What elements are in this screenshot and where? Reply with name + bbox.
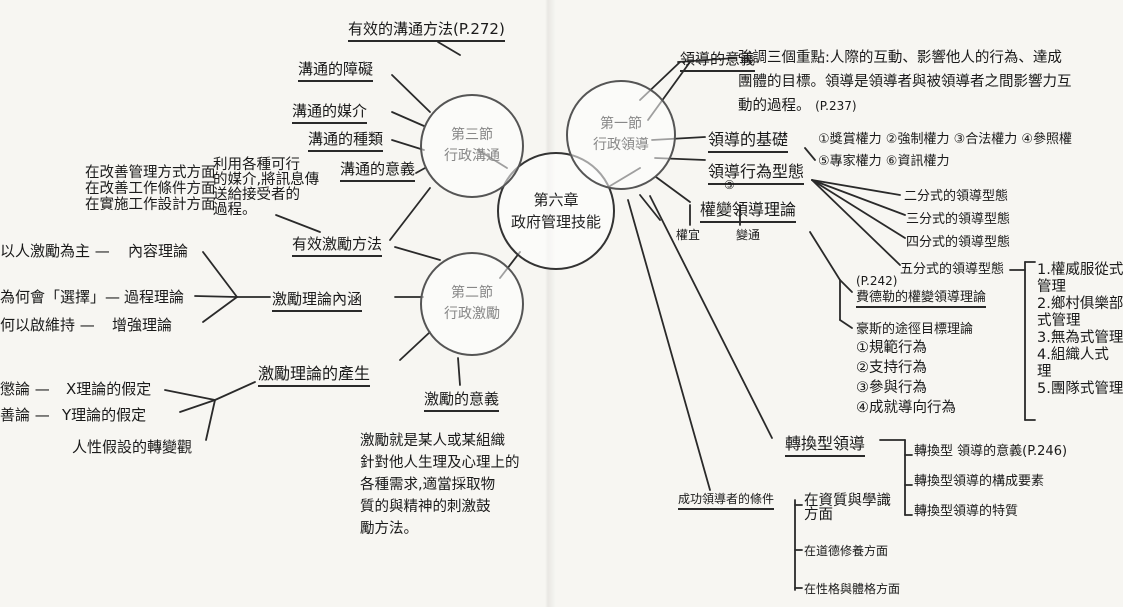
label-tf-elements: 轉換型領導的構成要素 bbox=[914, 474, 1045, 489]
center-line2: 政府管理技能 bbox=[510, 213, 601, 231]
sec3-line2: 行政激勵 bbox=[444, 306, 500, 322]
label-tf-meaning: 轉換型 領導的意義(P.246) bbox=[914, 444, 1068, 459]
label-two-way-style: 二分式的領導型態 bbox=[904, 189, 1009, 204]
label-effective-communication: 有效的溝通方法(P.272) bbox=[348, 18, 505, 42]
motivation-meaning-paragraph: 激勵就是某人或某組織 針對他人生理及心理上的 各種需求,適當採取物 質的與精神的… bbox=[360, 433, 520, 537]
label-leadership-basis: 領導的基礎 bbox=[708, 126, 789, 153]
sec2-line2: 行政溝通 bbox=[444, 148, 500, 164]
label-change: 變通 bbox=[736, 228, 761, 242]
label-motivation-theory-origin: 激勵理論的產生 bbox=[258, 360, 371, 387]
label-fiedler-theory: 費德勒的權變領導理論 bbox=[856, 286, 987, 308]
leadership-basis-items-2: ⑤專家權力 ⑥資訊權力 bbox=[818, 154, 950, 169]
center-line1: 第六章 bbox=[533, 190, 579, 209]
label-weight: 權宜 bbox=[676, 228, 701, 242]
motivation-methods-notes: 在改善管理方式方面 在改善工作條件方面 在實施工作設計方面 bbox=[85, 165, 216, 213]
node-section-motivation: 第二節 行政激勵 bbox=[420, 252, 524, 356]
label-motivation-content: 激勵理論內涵 bbox=[272, 288, 363, 312]
reinforcement-theory-note: 何以啟維持 — bbox=[0, 316, 95, 334]
label-reinforcement-theory: 增強理論 bbox=[112, 316, 173, 334]
node-section-communication: 第三節 行政溝通 bbox=[420, 94, 524, 198]
label-x-theory: X理論的假定 bbox=[66, 380, 152, 398]
x-theory-note: 懲論 — bbox=[0, 380, 50, 398]
y-theory-note: 善論 — bbox=[0, 406, 50, 424]
label-four-way-style: 四分式的領導型態 bbox=[906, 235, 1011, 250]
communication-meaning-note: 利用各種可行 的媒介,將訊息傳 送給接受者的 過程。 bbox=[213, 157, 320, 218]
label-house-theory: 豪斯的途徑目標理論 bbox=[856, 322, 974, 337]
label-communication-meaning: 溝通的意義 bbox=[340, 158, 416, 182]
success-conditions-item-3: 在性格與體格方面 bbox=[804, 582, 901, 596]
label-communication-barriers: 溝通的障礙 bbox=[298, 58, 374, 82]
five-way-page: (P.242) bbox=[856, 274, 898, 288]
label-success-conditions: 成功領導者的條件 bbox=[678, 490, 775, 510]
label-five-way-style: 五分式的領導型態 bbox=[900, 262, 1005, 277]
sec1-line2: 行政領導 bbox=[593, 137, 649, 153]
label-communication-types: 溝通的種類 bbox=[308, 128, 384, 152]
label-behavior-types: 領導行為型態 bbox=[708, 158, 805, 185]
process-theory-note: 為何會「選擇」— bbox=[0, 288, 121, 306]
label-content-theory: 內容理論 bbox=[128, 242, 189, 260]
five-way-style-items: 1.權威服從式 管理 2.鄉村俱樂部 式管理 3.無為式管理 4.組織人式 理 … bbox=[1037, 262, 1123, 397]
sec1-line1: 第一節 bbox=[600, 116, 642, 132]
sec2-line1: 第三節 bbox=[451, 127, 493, 143]
label-tf-traits: 轉換型領導的特質 bbox=[914, 504, 1019, 519]
label-process-theory: 過程理論 bbox=[124, 288, 185, 306]
leadership-basis-items-1: ①獎賞權力 ②強制權力 ③合法權力 ④參照權 bbox=[818, 132, 1073, 147]
content-theory-note: 以人激勵為主 — bbox=[0, 242, 110, 260]
label-communication-media: 溝通的媒介 bbox=[292, 100, 368, 124]
sec3-line1: 第二節 bbox=[451, 285, 493, 301]
label-effective-motivation: 有效激勵方法 bbox=[292, 233, 383, 257]
label-transformational-leadership: 轉換型領導 bbox=[785, 430, 866, 457]
label-three-way-style: 三分式的領導型態 bbox=[906, 212, 1011, 227]
label-motivation-meaning: 激勵的意義 bbox=[424, 388, 500, 412]
leadership-meaning-text: 強調三個重點:人際的互動、影響他人的行為、達成 團體的目標。領導是領導者與被領導… bbox=[738, 50, 1072, 114]
success-conditions-item-1: 在資質與學識 方面 bbox=[804, 493, 891, 523]
label-contingency-leadership: 權變領導理論 bbox=[700, 196, 797, 223]
node-section-leadership: 第一節 行政領導 bbox=[566, 80, 676, 190]
house-theory-items: ①規範行為 ②支持行為 ③參與行為 ④成就導向行為 bbox=[856, 340, 956, 416]
label-leadership-meaning: 領導的意義 bbox=[680, 48, 756, 72]
success-conditions-item-2: 在道德修養方面 bbox=[804, 544, 889, 558]
label-y-theory: Y理論的假定 bbox=[62, 406, 147, 424]
contingency-circle-mark: ③ bbox=[724, 178, 735, 192]
label-human-nature: 人性假設的轉變觀 bbox=[72, 438, 193, 456]
